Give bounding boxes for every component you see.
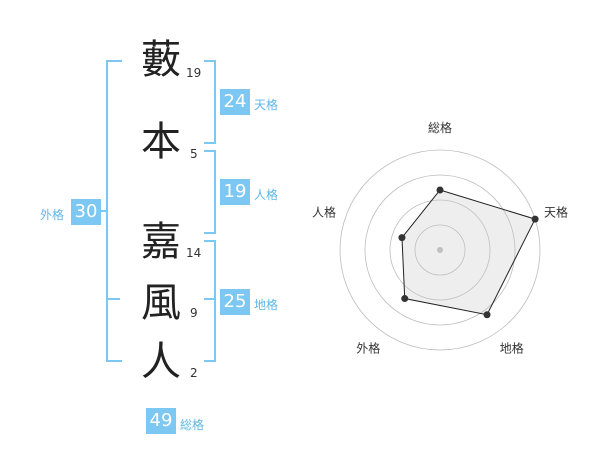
name-char-1: 藪 xyxy=(141,37,181,83)
soukaku-value-badge: 49 xyxy=(146,408,176,434)
jinkaku-label: 人格 xyxy=(254,188,279,202)
name-char-4: 風 xyxy=(141,280,181,326)
radar-ring xyxy=(414,224,466,276)
tenkaku-label: 天格 xyxy=(254,98,279,112)
name-char-2: 本 xyxy=(141,119,181,165)
stroke-count-5: 2 xyxy=(190,366,198,380)
soukaku-label: 総格 xyxy=(180,418,205,432)
radar-point xyxy=(483,311,491,319)
tenkaku-value-badge: 24 xyxy=(220,89,250,115)
radar-axis-label: 天格 xyxy=(544,204,568,219)
radar-point xyxy=(401,295,409,303)
radar-point xyxy=(531,215,539,223)
radar-ring xyxy=(364,174,516,326)
jinkaku-value-badge: 19 xyxy=(220,179,250,205)
chikaku-label: 地格 xyxy=(254,298,279,312)
stroke-count-4: 9 xyxy=(190,306,198,320)
radar-axis-label: 人格 xyxy=(312,204,336,219)
name-char-3: 嘉 xyxy=(141,219,181,265)
tenkaku-bracket xyxy=(204,60,216,144)
radar-point xyxy=(436,186,444,194)
gaikaku-bracket-mid-tick xyxy=(106,298,120,300)
jinkaku-bracket xyxy=(204,150,216,234)
gaikaku-bracket xyxy=(106,60,122,362)
chikaku-bracket-mid-tick xyxy=(204,298,216,300)
radar-point xyxy=(398,234,406,242)
stroke-count-2: 5 xyxy=(190,147,198,161)
name-char-5: 人 xyxy=(141,339,181,385)
radar-area xyxy=(401,189,536,316)
stroke-count-3: 14 xyxy=(186,246,202,260)
radar-ring xyxy=(389,199,491,301)
gaikaku-value-badge: 30 xyxy=(71,199,101,225)
chikaku-bracket xyxy=(204,240,216,362)
chikaku-value-badge: 25 xyxy=(220,289,250,315)
stroke-count-1: 19 xyxy=(186,66,202,80)
radar-axis-label: 地格 xyxy=(500,341,524,356)
radar-axis-label: 外格 xyxy=(356,341,380,356)
gaikaku-label: 外格 xyxy=(40,208,65,222)
radar-ring xyxy=(339,149,541,351)
radar-center xyxy=(437,247,443,253)
radar-axis-label: 総格 xyxy=(428,120,452,135)
gaikaku-bracket-tick xyxy=(96,210,106,212)
